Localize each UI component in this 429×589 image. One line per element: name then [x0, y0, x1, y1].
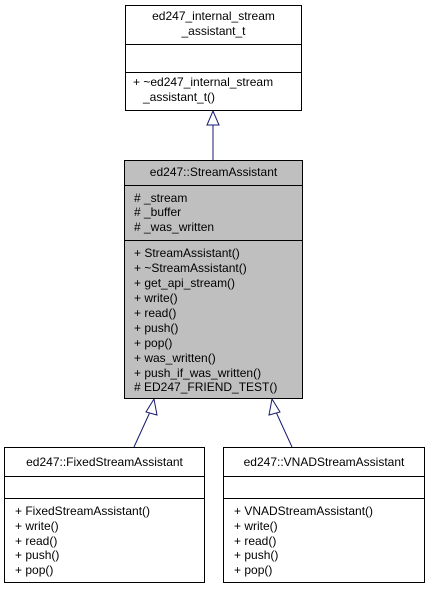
methods-divider	[224, 498, 424, 499]
edge-fixed-to-main	[133, 411, 151, 448]
attribute-line: # _buffer	[134, 205, 182, 219]
methods-divider	[125, 240, 302, 241]
arrowhead-main-right	[268, 397, 281, 416]
attributes-divider	[126, 44, 301, 45]
method-line: + write()	[134, 291, 178, 305]
methods-divider	[5, 498, 204, 499]
class-box-vnad-stream-assistant[interactable]: ed247::VNADStreamAssistant + VNADStreamA…	[223, 447, 425, 583]
method-line: + read()	[134, 306, 177, 320]
class-title: ed247::StreamAssistant	[149, 165, 278, 179]
attributes-divider	[5, 476, 204, 477]
attribute-line: # _stream	[134, 191, 188, 205]
attribute-line: # _was_written	[134, 220, 215, 234]
class-box-stream-assistant[interactable]: ed247::StreamAssistant # _stream # _buff…	[124, 160, 303, 399]
method-line: + get_api_stream()	[134, 276, 236, 290]
method-line: + pop()	[234, 563, 273, 577]
method-line: + read()	[15, 534, 58, 548]
method-line: + ~StreamAssistant()	[134, 261, 247, 275]
class-title: ed247::FixedStreamAssistant	[26, 455, 183, 469]
method-line: # ED247_FRIEND_TEST()	[134, 380, 278, 394]
method-line: + ~ed247_internal_stream	[133, 75, 274, 89]
arrowhead-base	[206, 109, 220, 126]
methods-divider	[126, 72, 301, 73]
method-line: + pop()	[134, 336, 173, 350]
method-line: + push_if_was_written()	[134, 366, 262, 380]
arrowhead-main-left	[145, 397, 158, 416]
class-title: ed247::VNADStreamAssistant	[243, 455, 405, 469]
method-line: _assistant_t()	[143, 90, 216, 104]
attributes-divider	[224, 476, 424, 477]
class-title-line-1: ed247_internal_stream	[152, 9, 275, 23]
method-line: + push()	[15, 548, 60, 562]
class-box-base[interactable]: ed247_internal_stream _assistant_t + ~ed…	[125, 5, 302, 111]
method-line: + StreamAssistant()	[134, 246, 240, 260]
method-line: + VNADStreamAssistant()	[234, 504, 374, 518]
method-line: + pop()	[15, 563, 54, 577]
edge-vnad-to-main	[275, 411, 293, 448]
method-line: + write()	[15, 519, 59, 533]
method-line: + push()	[234, 548, 279, 562]
method-line: + write()	[234, 519, 278, 533]
method-line: + push()	[134, 321, 179, 335]
class-title-line-2: _assistant_t	[181, 24, 246, 38]
method-line: + was_written()	[134, 351, 216, 365]
attributes-divider	[125, 185, 302, 186]
class-box-fixed-stream-assistant[interactable]: ed247::FixedStreamAssistant + FixedStrea…	[4, 447, 205, 583]
method-line: + read()	[234, 534, 277, 548]
method-line: + FixedStreamAssistant()	[15, 504, 151, 518]
